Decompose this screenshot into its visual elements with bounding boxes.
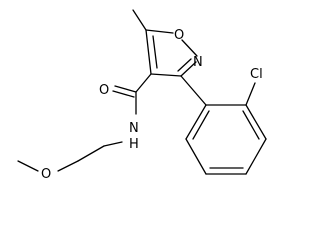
- bond-c4-carbonyl: [135, 73, 152, 93]
- atom-h-amide: H: [129, 137, 139, 152]
- atom-o-ring: O: [174, 28, 184, 43]
- bond-c-cl: [245, 82, 256, 106]
- atom-o-ether: O: [41, 167, 51, 182]
- atom-n-amide: N: [129, 121, 139, 136]
- bond-n2-c3: [180, 61, 197, 77]
- bond-ch2-ch2: [77, 145, 105, 162]
- bond-oether-ch3: [17, 160, 39, 172]
- bond-ph5-ph6: [185, 138, 207, 175]
- bond-c3-c4: [150, 73, 182, 77]
- bond-co-double-b: [112, 90, 135, 98]
- bond-ph-inner-a: [242, 110, 260, 140]
- bond-ch2-oether: [57, 160, 79, 172]
- bond-o1-n2: [181, 39, 198, 57]
- bond-ph3-ph4: [245, 138, 267, 175]
- bond-ph-inner-c: [192, 110, 210, 140]
- bond-c3-phenyl: [180, 75, 207, 106]
- bond-methyl-c5: [132, 9, 147, 31]
- atom-o-carbonyl: O: [99, 83, 109, 98]
- bond-n-ch2: [103, 141, 123, 147]
- bond-c4-c5-inner: [152, 35, 158, 69]
- bond-c5-o1: [145, 29, 174, 34]
- atom-cl: Cl: [250, 67, 263, 82]
- bond-ph6-ph1: [185, 104, 207, 140]
- molecule-diagram: O N Cl O N H O: [17, 9, 267, 182]
- bond-n2-c3-inner: [177, 58, 192, 72]
- atom-n-ring: N: [193, 55, 203, 70]
- bond-ph2-ph3: [245, 104, 267, 140]
- bond-co-double-a: [114, 85, 137, 93]
- bond-c4-c5: [145, 29, 152, 75]
- structure-canvas: O N Cl O N H O: [17, 9, 267, 182]
